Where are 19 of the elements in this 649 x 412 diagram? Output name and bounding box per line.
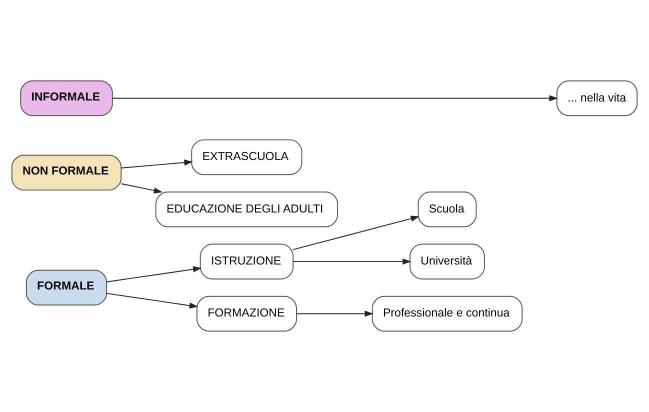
node-box: ISTRUZIONE — [200, 244, 294, 280]
node-box: EDUCAZIONE DEGLI ADULTI — [155, 192, 338, 228]
arrow — [106, 266, 202, 282]
node-box: FORMALE — [26, 270, 108, 306]
arrow — [296, 310, 374, 317]
node-box: INFORMALE — [20, 80, 113, 116]
arrow — [292, 258, 412, 265]
node-box: Professionale e continua — [372, 296, 523, 332]
node-box: EXTRASCUOLA — [191, 139, 302, 176]
arrow — [120, 160, 193, 168]
arrow — [106, 292, 198, 309]
node-box: NON FORMALE — [11, 154, 122, 191]
node-box: FORMAZIONE — [196, 296, 297, 332]
node-box: ... nella vita — [556, 80, 638, 116]
node-box: Scuola — [418, 192, 477, 228]
arrow — [112, 95, 558, 102]
node-box: Università — [410, 244, 485, 280]
arrow — [292, 216, 420, 250]
arrow — [120, 183, 163, 194]
